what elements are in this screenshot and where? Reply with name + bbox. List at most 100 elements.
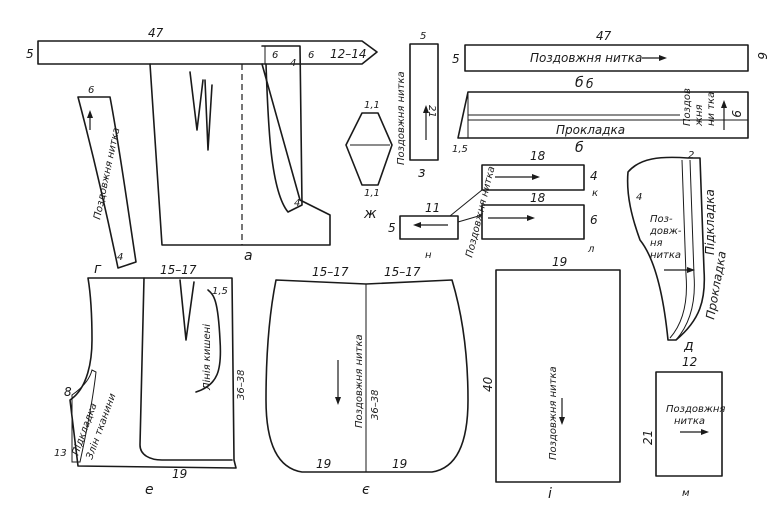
grain-arrowhead-b2	[721, 100, 727, 108]
piece-ye: 15–17 15–17 Поздовжня нитка 36–38 19 19 …	[265, 265, 469, 498]
piece-a: 47 5 12–14 6 4 6 4 а	[26, 26, 378, 264]
n-leader-1	[449, 189, 483, 217]
grain-arrowhead-l	[527, 215, 535, 221]
m-grain-2: нитка	[674, 416, 705, 427]
piece-e-outline	[69, 277, 237, 469]
ye-bottom-right: 19	[392, 457, 407, 471]
piece-n-outline	[399, 215, 459, 240]
d-grain-1: Поз-	[650, 214, 673, 225]
belt-width: 5	[26, 47, 34, 61]
label-m: м	[682, 488, 690, 499]
piece-e-lining	[71, 369, 97, 463]
piece-k-outline	[481, 164, 585, 191]
belt-length: 47	[148, 26, 164, 40]
piece-b2: Прокладка Поздов жня ни тка б 9 1,5 б	[452, 77, 749, 156]
e-side: 36–38	[236, 370, 247, 400]
e-top: 15–17	[160, 263, 197, 277]
label-e: е	[145, 482, 154, 498]
b-width: 5	[452, 52, 460, 66]
d-top: 2	[688, 150, 694, 161]
dart-2	[204, 79, 213, 151]
z-top: 5	[420, 31, 426, 42]
label-a: а	[244, 248, 253, 264]
piece-k: 18 4 к	[481, 149, 598, 199]
e-pocket-line: Лінія кишені	[201, 324, 213, 391]
n-length: 11	[425, 201, 440, 215]
piece-z: Поздовжня нитка 5 21 з	[396, 31, 439, 181]
label-l: л	[587, 244, 595, 255]
d-lining: Підкладка	[703, 189, 717, 255]
label-n: н	[425, 250, 432, 261]
label-z: з	[418, 165, 425, 181]
label-b2: б	[575, 140, 584, 156]
belt-tip: 12–14	[330, 47, 367, 61]
m-top: 12	[682, 355, 697, 369]
e-left: 8	[64, 385, 72, 399]
k-width: 4	[590, 169, 598, 183]
n-width: 5	[388, 221, 396, 235]
i-grain: Поздовжня нитка	[548, 366, 559, 460]
l-length: 18	[530, 191, 546, 205]
piece-e: 15–17 1,5 Лінія кишені 36–38 19 8 13 Під…	[54, 263, 247, 498]
piece-m: Поздовжня нитка 12 21 м	[641, 355, 725, 499]
g-bottom: 4	[117, 252, 123, 263]
facing-mark-4: 4	[294, 198, 300, 209]
piece-zh: 1,1 1,1 ж	[345, 100, 393, 222]
d-interfacing: Прокладка	[703, 250, 729, 321]
b-length: 47	[596, 29, 612, 43]
ye-middle: 36–38	[370, 390, 381, 420]
piece-ye-outline	[265, 279, 469, 473]
label-zh: ж	[363, 206, 377, 222]
piece-b2-outline	[457, 91, 749, 139]
i-side: 40	[481, 376, 495, 392]
piece-m-outline	[655, 371, 723, 477]
piece-d: Поз- довж- ня нитка Підкладка Прокладка …	[626, 150, 729, 354]
b2-grain-3: ни тка	[706, 92, 717, 126]
facing-outline	[261, 45, 303, 213]
label-d: д	[683, 338, 694, 354]
facing-mark-2: 4	[290, 58, 296, 69]
grain-arrowhead-z	[423, 105, 429, 113]
piece-l: 18 6 л	[481, 191, 598, 255]
skirt-panel-outline	[149, 63, 331, 246]
grain-arrowhead-ye	[335, 397, 341, 405]
m-grain-1: Поздовжня	[666, 404, 725, 415]
label-ye: є	[362, 482, 370, 498]
grain-n: Поздовжня нитка	[464, 165, 497, 259]
l-width: 6	[590, 213, 598, 227]
piece-e-dart	[179, 279, 195, 341]
d-grain-4: нитка	[650, 250, 681, 261]
grain-arrowhead-b	[659, 55, 667, 61]
piece-g-outline	[77, 96, 137, 269]
grain-arrowhead-n	[413, 222, 421, 228]
b2-interfacing: Прокладка	[556, 123, 625, 137]
ye-grain: Поздовжня нитка	[354, 334, 365, 428]
grain-z: Поздовжня нитка	[396, 71, 407, 165]
b2-grain-1: Поздов	[682, 88, 693, 126]
grain-arrowhead-i	[559, 417, 565, 425]
piece-d-lining-2	[675, 159, 695, 341]
grain-arrowhead-g	[87, 110, 93, 118]
facing-mark-1: 6	[272, 50, 278, 61]
e-dart: 1,5	[212, 286, 228, 297]
label-g: г	[94, 261, 102, 277]
b2-left: 1,5	[452, 144, 468, 155]
facing-mark-3: 6	[308, 50, 314, 61]
z-side: 21	[426, 105, 437, 118]
belt-outline	[37, 40, 378, 65]
b2-right: 9	[729, 110, 743, 118]
grain-arrowhead-m	[701, 429, 709, 435]
b2-grain-2: жня	[694, 104, 705, 127]
piece-b: Поздовжня нитка 47 5 6 б	[452, 29, 768, 91]
piece-n: Поздовжня нитка 11 5 н	[388, 165, 498, 261]
b2-top: б	[586, 77, 594, 91]
piece-e-pocket-line	[195, 289, 222, 393]
i-top: 19	[552, 255, 567, 269]
zh-bottom: 1,1	[364, 188, 380, 199]
ye-top-right: 15–17	[384, 265, 421, 279]
piece-d-lining-1	[669, 159, 687, 339]
zh-top: 1,1	[364, 100, 380, 111]
k-length: 18	[530, 149, 546, 163]
grain-arrowhead-k	[532, 174, 540, 180]
